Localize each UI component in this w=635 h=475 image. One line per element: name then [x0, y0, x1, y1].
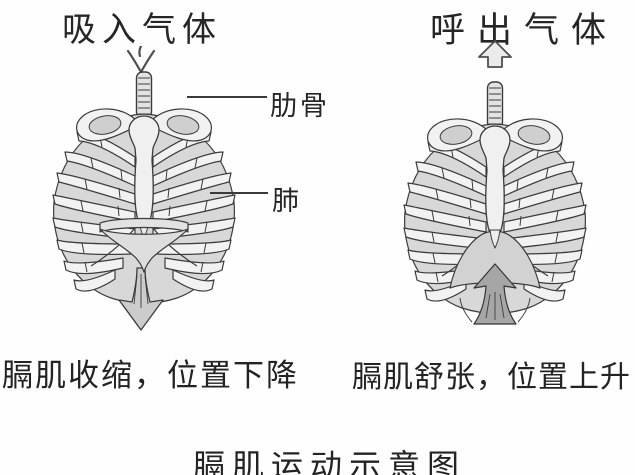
lung-label: 肺 [272, 186, 299, 217]
rib-label: 肋骨 [270, 91, 330, 122]
diaphragm-low-shape [99, 217, 189, 273]
exhale-figure [393, 74, 603, 326]
figure-title: 膈肌运动示意图 [193, 447, 467, 475]
inhale-down-arrow-icon [126, 46, 156, 73]
inhale-gas-label: 吸入气体 [62, 10, 222, 50]
rib-leader-line [187, 96, 267, 98]
inhale-caption: 膈肌收缩，位置下降 [2, 358, 299, 394]
lung-leader-line [210, 192, 268, 194]
exhale-gas-label: 呼出气体 [430, 11, 619, 51]
exhale-up-arrow-icon [478, 40, 512, 68]
diaphragm-up-arrow-icon [473, 263, 517, 325]
exhale-caption: 膈肌舒张，位置上升 [352, 360, 631, 395]
inhale-figure [36, 70, 251, 332]
